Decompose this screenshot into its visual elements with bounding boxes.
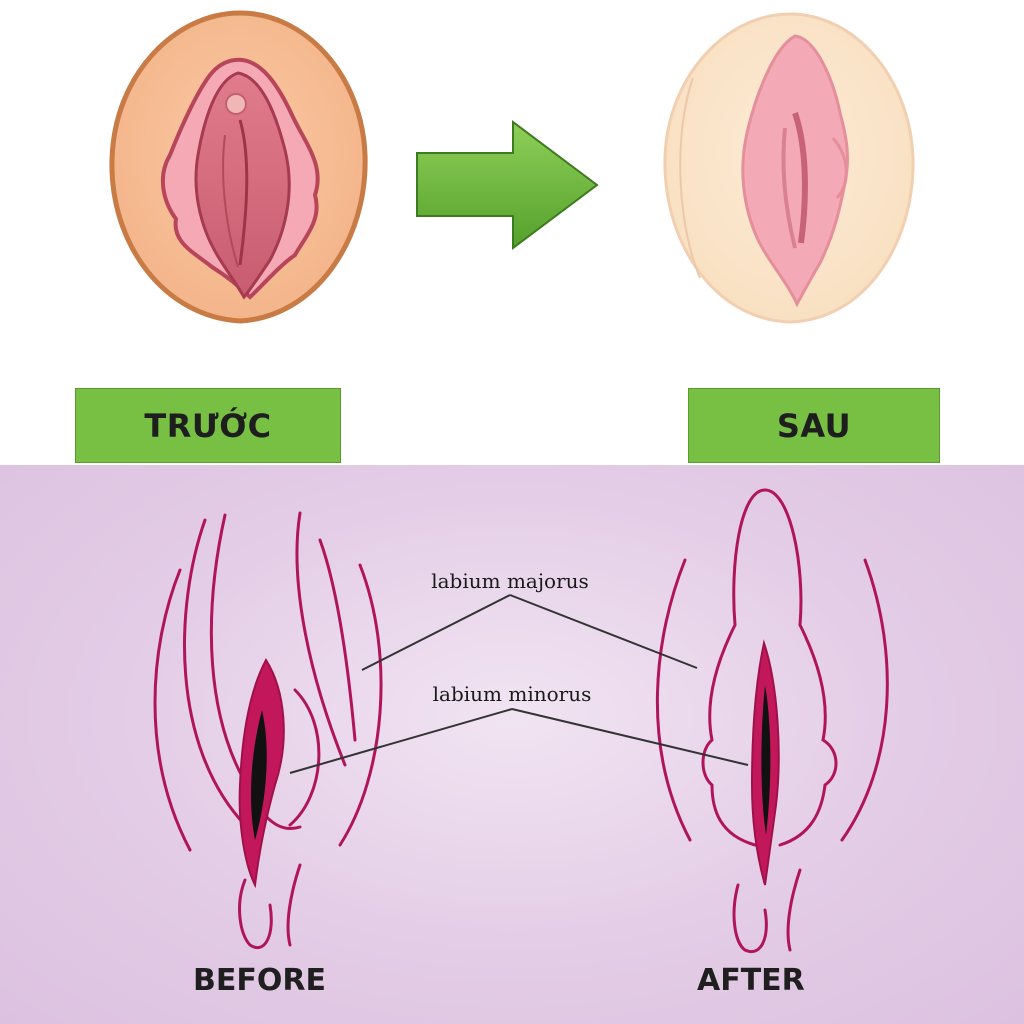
before-caption: BEFORE [193,963,326,998]
label-labium-majorus: labium majorus [431,569,589,593]
after-opening [761,685,771,835]
before-label-box: TRƯỚC [75,388,341,463]
after-outline [655,488,889,953]
before-label-vi: TRƯỚC [144,406,272,445]
anatomy-line-diagram: labium majorus labium minorus [153,488,889,953]
after-label-box: SAU [688,388,940,463]
top-illustration-panel [0,0,1024,465]
after-caption: AFTER [697,963,805,998]
label-labium-minorus: labium minorus [433,682,592,706]
right-arrow-icon [416,120,599,250]
diagram-panel [0,465,1024,1024]
before-illustration [109,10,368,324]
after-label-vi: SAU [776,406,852,445]
leader-lines [289,594,749,774]
after-illustration [663,12,915,324]
before-opening [250,710,267,840]
